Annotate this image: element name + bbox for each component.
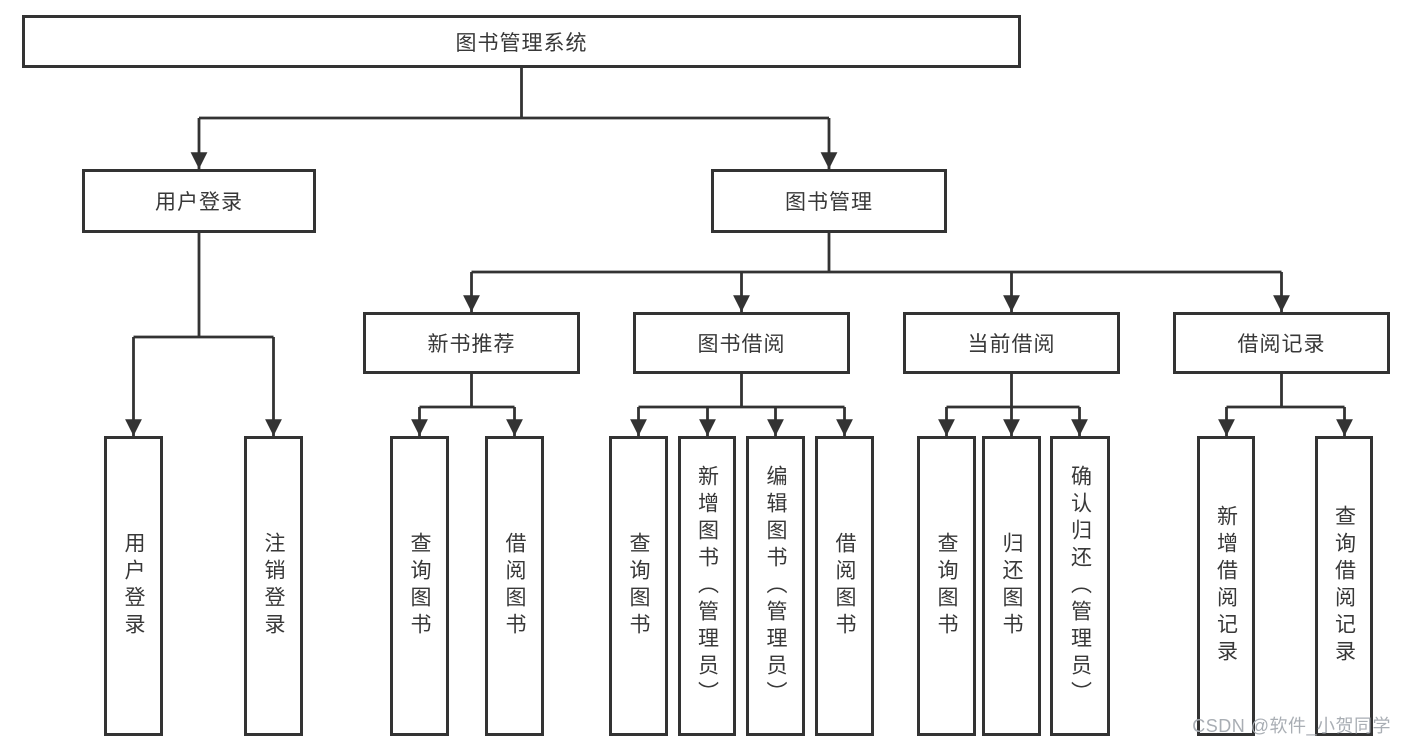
leaf-current-confirm-return-admin: 确认归还（管理员） — [1050, 436, 1110, 736]
node-borrowing-records: 借阅记录 — [1173, 312, 1390, 374]
leaf-current-return-books: 归还图书 — [982, 436, 1041, 736]
node-user-login-branch: 用户登录 — [82, 169, 316, 233]
leaf-logout-login: 注销登录 — [244, 436, 303, 736]
leaf-current-query-books: 查询图书 — [917, 436, 976, 736]
leaf-recommend-borrow-books: 借阅图书 — [485, 436, 544, 736]
leaf-borrowing-edit-books-admin: 编辑图书（管理员） — [746, 436, 805, 736]
leaf-records-add-borrow-record: 新增借阅记录 — [1197, 436, 1255, 736]
node-book-management-branch: 图书管理 — [711, 169, 947, 233]
leaf-recommend-query-books: 查询图书 — [390, 436, 449, 736]
node-new-book-recommend: 新书推荐 — [363, 312, 580, 374]
leaf-records-query-borrow-record: 查询借阅记录 — [1315, 436, 1373, 736]
leaf-borrowing-add-books-admin: 新增图书（管理员） — [678, 436, 736, 736]
node-current-borrowing: 当前借阅 — [903, 312, 1120, 374]
leaf-borrowing-borrow-books: 借阅图书 — [815, 436, 874, 736]
leaf-user-login: 用户登录 — [104, 436, 163, 736]
node-book-borrowing: 图书借阅 — [633, 312, 850, 374]
leaf-borrowing-query-books: 查询图书 — [609, 436, 668, 736]
node-root-library-management-system: 图书管理系统 — [22, 15, 1021, 68]
